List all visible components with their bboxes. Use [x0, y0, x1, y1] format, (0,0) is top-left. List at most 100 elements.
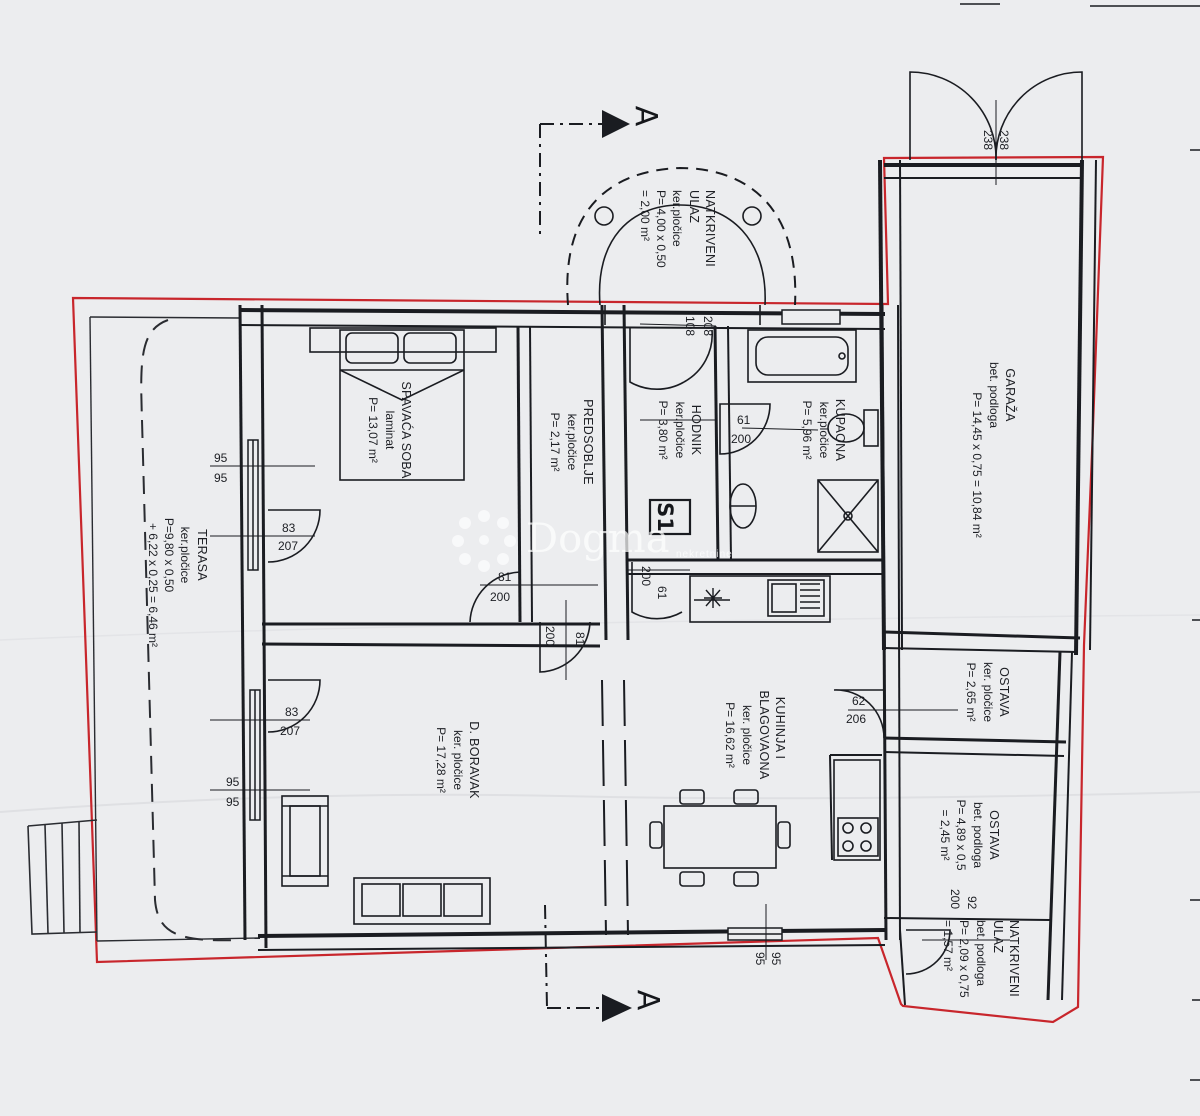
s1-marker-label: S1	[653, 502, 677, 532]
sofa-icon	[353, 877, 491, 925]
room-predsoblje: PREDSOBLJE ker.pločice P= 2,17 m²	[548, 399, 595, 485]
room-kuhinja-blagovaona: KUHINJA I BLAGOVAONA ker. pločice P= 16,…	[723, 691, 787, 780]
watermark-sub: nekretnine	[676, 549, 733, 560]
door-swings	[267, 71, 1083, 975]
room-area: P= 2,17 m²	[548, 412, 562, 471]
section-label-bottom: A	[630, 990, 665, 1011]
room-area-2: = 1,57 m²	[941, 920, 955, 971]
dim-door-92-top: 92	[965, 896, 979, 910]
room-area-1: P= 2,09 x 0,75	[957, 920, 971, 998]
dim-door-83a-top: 83	[282, 521, 296, 535]
room-name-2: BLAGOVAONA	[757, 691, 771, 780]
dim-window-95b-bottom: 95	[226, 795, 240, 809]
room-name: TERASA	[195, 529, 209, 581]
dim-door-81b-top: 81	[573, 632, 587, 646]
property-outline	[71, 155, 1105, 1024]
dim-door-62-bottom: 206	[846, 712, 866, 726]
dim-garage-door-top: 238	[997, 130, 1011, 150]
paper-fold-line	[0, 791, 1200, 813]
room-floor: ker. pločice	[981, 662, 995, 722]
fridge-icon	[704, 588, 722, 608]
room-area: P= 13,07 m²	[366, 397, 380, 463]
room-natkriveni-ulaz-front: NATKRIVENI ULAZ ker.pločice P= 4,00 x 0,…	[638, 190, 717, 268]
room-floor: ker.pločice	[817, 402, 831, 459]
room-ostava-1: OSTAVA ker. pločice P= 2,65 m²	[964, 662, 1011, 722]
dim-window-95c-bottom: 95	[753, 952, 767, 966]
room-floor: ker.pločice	[565, 414, 579, 471]
room-name: OSTAVA	[997, 667, 1011, 717]
dim-window-95c-top: 95	[769, 952, 783, 966]
room-area-1: P= 4,89 x 0,5	[954, 799, 968, 870]
dim-door-83a-bottom: 207	[278, 539, 298, 553]
s1-marker-box	[648, 498, 692, 536]
room-area-1: P= 4,00 x 0,50	[654, 190, 668, 268]
room-area: P= 5,96 m²	[800, 400, 814, 459]
section-arrow-bottom	[602, 994, 632, 1022]
room-name: GARAŽA	[1003, 368, 1018, 422]
room-dnevni-boravak: D. BORAVAK ker. pločice P= 17,28 m²	[434, 721, 481, 799]
room-floor: bet. podloga	[987, 362, 1001, 428]
west-windows	[247, 439, 261, 821]
dimension-labels-rotated: 81 200 108 208 61 200 61 200 62 206 95 9…	[543, 130, 1011, 966]
dim-window-95a-top: 95	[214, 451, 228, 465]
section-line-bottom	[544, 904, 610, 1009]
dim-door-61b-bottom: 200	[639, 566, 653, 586]
room-name: PREDSOBLJE	[581, 399, 595, 485]
room-floor: bet. podloga	[974, 920, 988, 986]
watermark-brand: Dogma	[526, 516, 670, 562]
dim-door-61a-top: 61	[737, 413, 751, 427]
dim-window-95b-top: 95	[226, 775, 240, 789]
bed-icon	[309, 327, 497, 481]
room-spavaca-soba: SPAVAĆA SOBA laminat P= 13,07 m²	[366, 381, 414, 479]
room-name: HODNIK	[689, 405, 703, 456]
room-hodnik: HODNIK ker.pločice P= 3,80 m²	[656, 400, 703, 459]
dim-door-92-bottom: 200	[948, 889, 962, 909]
south-window	[727, 927, 783, 941]
dim-door-62-top: 62	[852, 694, 866, 708]
room-area-2: = 2,00 m²	[638, 190, 652, 241]
kitchen-counter	[689, 575, 831, 623]
room-name: SPAVAĆA SOBA	[399, 381, 414, 479]
watermark: Dogma nekretnine	[452, 510, 733, 572]
room-name: D. BORAVAK	[467, 721, 481, 799]
room-area: P= 3,80 m²	[656, 400, 670, 459]
room-name-1: NATKRIVENI	[703, 190, 717, 267]
room-floor: ker.pločice	[673, 402, 687, 459]
room-name-2: ULAZ	[991, 920, 1005, 953]
section-arrow-top	[602, 110, 630, 138]
room-area-2: + 6,22 x 0,25 = 6,46 m²	[146, 523, 160, 647]
room-floor: ker. pločice	[451, 730, 465, 790]
dim-door-81b-bottom: 200	[543, 626, 557, 646]
dimension-labels: 95 95 83 207 81 200 83 207 95 95	[214, 451, 512, 809]
walls	[238, 159, 1097, 1006]
dining-table-icon	[649, 789, 791, 887]
dim-door-61b-top: 61	[655, 586, 669, 600]
dim-door-81a-top: 81	[498, 570, 512, 584]
room-name: KUPAONA	[833, 399, 847, 462]
room-area: P= 16,62 m²	[723, 702, 737, 768]
room-floor: bet. podloga	[971, 802, 985, 868]
armchair-icon	[281, 795, 329, 887]
bathroom-window	[781, 309, 841, 325]
section-label-top: A	[628, 106, 663, 127]
terrace-steps	[27, 819, 98, 935]
room-area-1: P=9,80 x 0,50	[162, 518, 176, 593]
bathtub-icon	[747, 329, 857, 383]
terrace-outline	[89, 316, 261, 942]
room-name-1: NATKRIVENI	[1007, 920, 1021, 997]
dim-door-61a-bottom: 200	[731, 432, 751, 446]
toilet-icon	[827, 409, 879, 447]
page-edge-marks	[960, 3, 1200, 1081]
room-natkriveni-ulaz-side: NATKRIVENI ULAZ bet. podloga P= 2,09 x 0…	[941, 920, 1021, 998]
washbasin-icon	[729, 483, 757, 529]
entrance-canopy	[566, 166, 797, 325]
room-floor: ker.pločice	[670, 190, 684, 247]
room-terasa: TERASA ker.pločice P=9,80 x 0,50 + 6,22 …	[146, 518, 209, 647]
room-floor: laminat	[383, 411, 397, 450]
room-floor: ker. pločice	[740, 705, 754, 765]
room-area-2: = 2,45 m²	[938, 809, 952, 860]
watermark-logo-icon	[452, 510, 516, 572]
room-floor: ker.pločice	[178, 527, 192, 584]
